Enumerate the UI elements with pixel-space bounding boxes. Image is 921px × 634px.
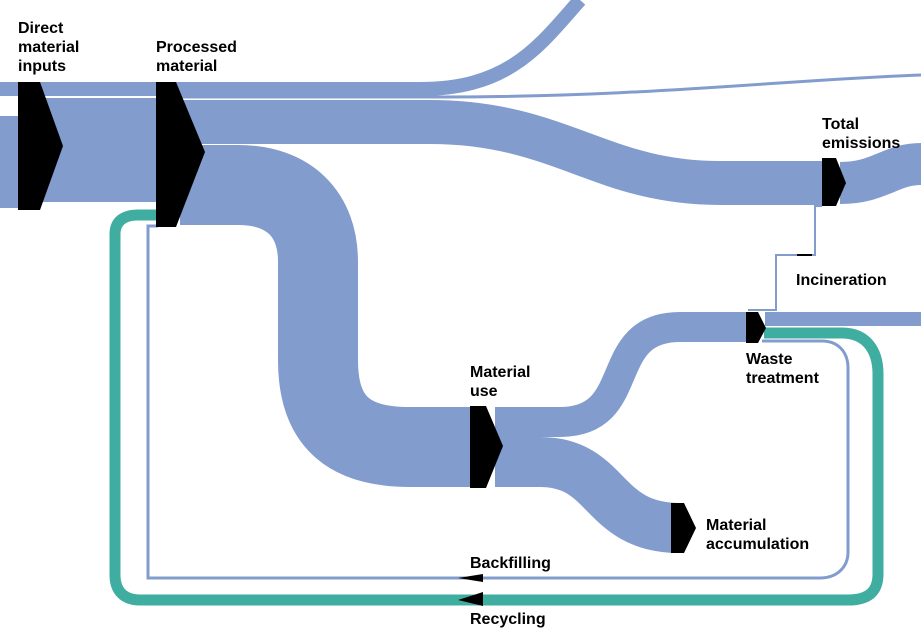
flow-emissions-exit — [839, 143, 921, 204]
flow-backfilling-loop — [146, 224, 850, 580]
node-recycling-arrow — [458, 592, 483, 606]
label-line: Backfilling — [470, 555, 551, 572]
flow-processed-to-emissions — [180, 100, 825, 205]
label-recycling: Recycling — [470, 610, 546, 629]
label-line: material — [18, 39, 80, 56]
label-material-accumulation: Material accumulation — [706, 516, 809, 554]
flow-use-to-waste — [495, 312, 750, 437]
node-incineration — [797, 254, 812, 256]
node-backfilling-arrow — [458, 574, 483, 582]
label-total-emissions: Total emissions — [822, 115, 900, 153]
label-line: use — [470, 383, 498, 400]
label-line: Total — [822, 116, 860, 133]
label-direct-material-inputs: Direct material inputs — [18, 19, 79, 76]
label-line: Recycling — [470, 611, 546, 628]
node-material-accumulation — [671, 503, 696, 553]
label-line: Incineration — [796, 272, 887, 289]
label-incineration: Incineration — [796, 271, 887, 290]
label-line: accumulation — [706, 536, 810, 553]
label-line: emissions — [822, 135, 901, 152]
flow-recycling-loop — [109, 209, 884, 606]
node-material-use — [470, 406, 503, 488]
label-material-use: Material use — [470, 363, 530, 401]
node-direct-material-inputs — [18, 82, 63, 210]
label-backfilling: Backfilling — [470, 554, 551, 573]
label-line: Waste — [746, 351, 793, 368]
label-line: treatment — [746, 370, 819, 387]
label-line: material — [156, 58, 218, 75]
flow-use-to-accumulation — [495, 437, 682, 553]
flow-incineration — [748, 205, 822, 311]
flow-processed-to-use — [180, 145, 475, 487]
node-waste-treatment — [746, 312, 766, 343]
label-line: Material — [706, 517, 767, 534]
node-processed-material — [156, 82, 205, 227]
node-total-emissions — [822, 158, 846, 206]
label-line: Direct — [18, 20, 64, 37]
label-line: inputs — [18, 58, 66, 75]
flow-thin-exit — [180, 73, 921, 99]
label-waste-treatment: Waste treatment — [746, 350, 819, 388]
label-line: Processed — [156, 39, 237, 56]
label-processed-material: Processed material — [156, 38, 237, 76]
label-line: Material — [470, 364, 531, 381]
flow-top-exit — [0, 0, 586, 96]
